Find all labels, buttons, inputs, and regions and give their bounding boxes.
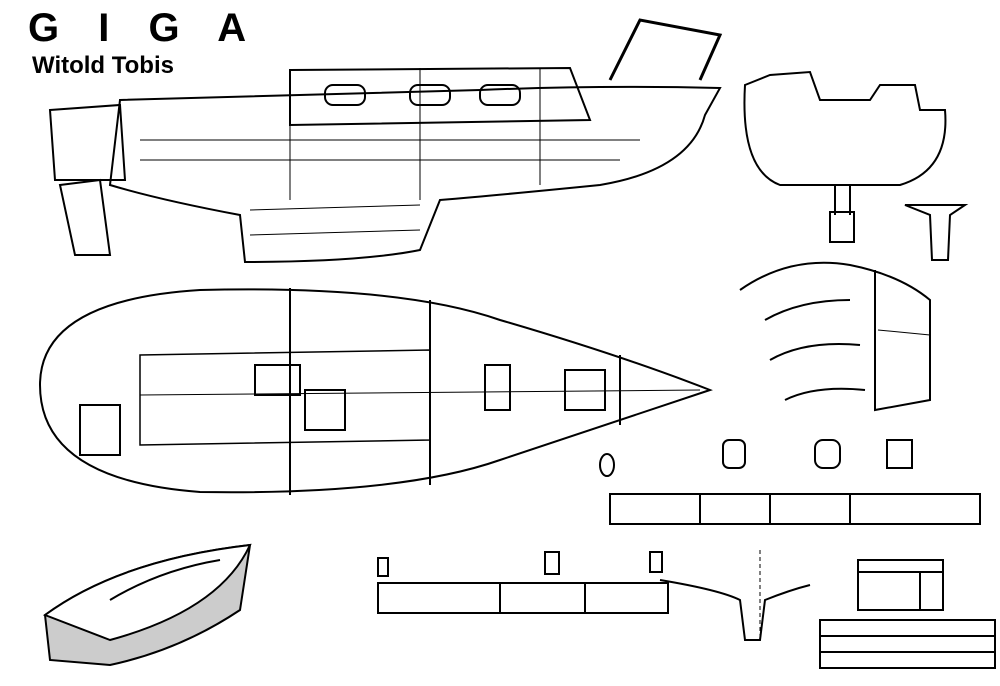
perspective-sketch (42, 543, 252, 667)
title-block (819, 559, 996, 669)
keel-section-details (377, 439, 981, 641)
side-profile-view (48, 18, 723, 264)
designer-name: Witold Tobis (32, 52, 174, 79)
midship-section-view (743, 70, 969, 261)
drawing-title: G I G A (28, 6, 261, 50)
deck-plan-view (38, 288, 713, 495)
frame-sections-view (739, 261, 931, 412)
